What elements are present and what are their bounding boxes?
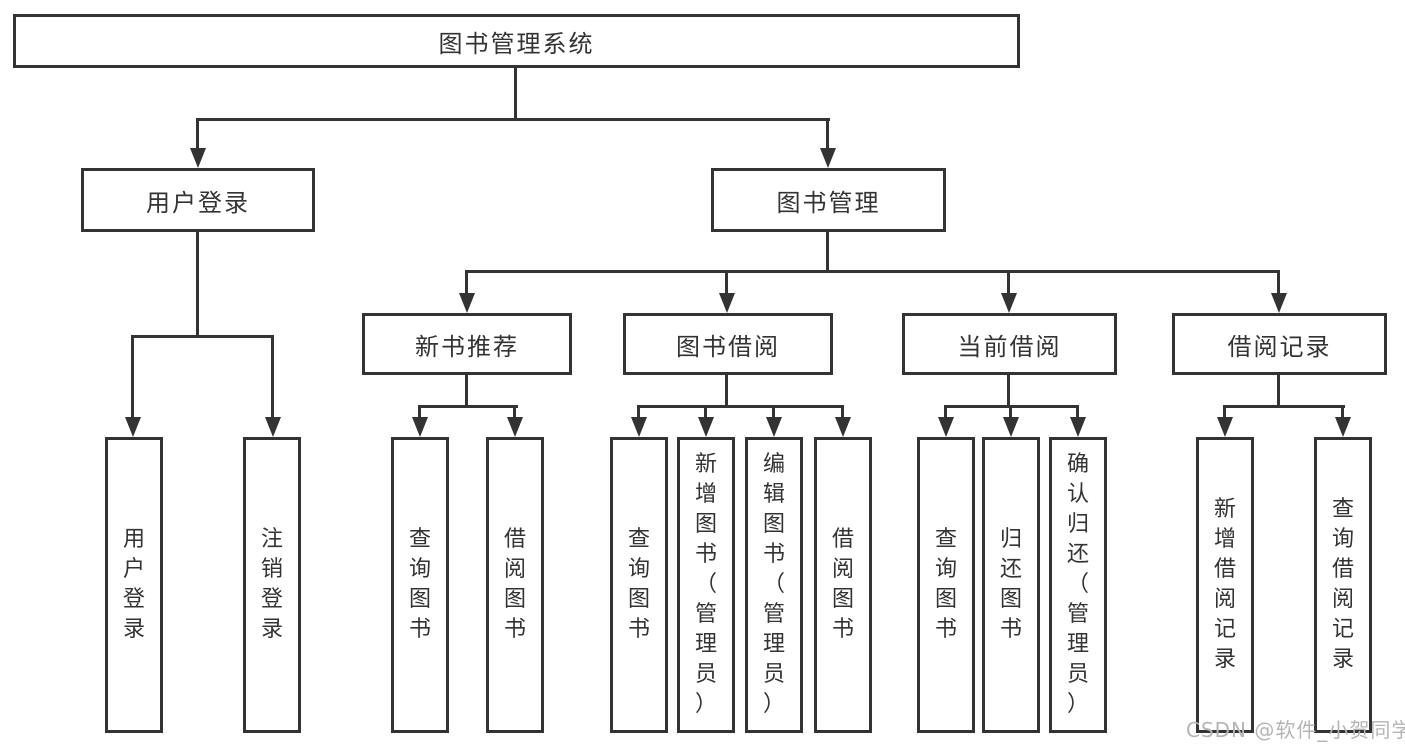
arrow-down-icon: [190, 148, 206, 168]
arrow-down-icon: [459, 293, 475, 313]
leaf-label: 新增图书（管理员）: [694, 452, 717, 717]
leaf-add-borrow-record: 新增借阅记录: [1196, 437, 1254, 733]
node-label: 用户登录: [146, 188, 250, 217]
arrow-down-icon: [1271, 293, 1287, 313]
leaf-query-book-current: 查询图书: [917, 437, 975, 733]
connector-line: [514, 68, 517, 118]
node-label: 图书借阅: [676, 332, 780, 361]
node-label: 图书管理: [776, 188, 881, 217]
node-root-label: 图书管理系统: [438, 29, 595, 58]
leaf-label: 查询图书: [627, 527, 650, 642]
connector-line: [1007, 375, 1010, 405]
connector-line: [944, 405, 947, 419]
connector-line: [1277, 375, 1280, 405]
node-current-borrow: 当前借阅: [902, 313, 1117, 375]
node-borrow-records: 借阅记录: [1172, 313, 1387, 375]
leaf-user-login: 用户登录: [105, 437, 163, 733]
arrow-down-icon: [1335, 417, 1351, 437]
leaf-label: 查询图书: [408, 527, 431, 642]
connector-line: [704, 405, 707, 419]
node-book-management-module: 图书管理: [711, 168, 946, 232]
leaf-label: 查询借阅记录: [1331, 497, 1354, 672]
connector-line: [271, 335, 274, 419]
leaf-borrow-book-recommend: 借阅图书: [486, 437, 544, 733]
arrow-down-icon: [1070, 417, 1086, 437]
connector-line: [513, 405, 516, 419]
connector-line: [637, 405, 844, 408]
connector-line: [725, 375, 728, 405]
leaf-label: 借阅图书: [503, 527, 526, 642]
connector-line: [1223, 405, 1345, 408]
leaf-label: 编辑图书（管理员）: [762, 452, 785, 717]
arrow-down-icon: [631, 417, 647, 437]
node-user-login-module: 用户登录: [81, 168, 315, 232]
arrow-down-icon: [507, 417, 523, 437]
node-book-borrow: 图书借阅: [623, 313, 833, 375]
arrow-down-icon: [1217, 417, 1233, 437]
arrow-down-icon: [698, 417, 714, 437]
connector-line: [131, 335, 274, 338]
csdn-watermark: CSDN @软件_小贺同学: [1186, 718, 1405, 742]
leaf-query-borrow-record: 查询借阅记录: [1314, 437, 1372, 733]
connector-line: [465, 270, 1280, 273]
leaf-label: 注销登录: [260, 527, 283, 642]
connector-line: [196, 118, 199, 150]
connector-line: [1007, 270, 1010, 295]
arrow-down-icon: [1001, 293, 1017, 313]
arrow-down-icon: [125, 417, 141, 437]
connector-line: [637, 405, 640, 419]
connector-line: [465, 375, 468, 405]
connector-line: [465, 270, 468, 295]
connector-line: [418, 405, 518, 408]
connector-line: [841, 405, 844, 419]
leaf-label: 借阅图书: [831, 527, 854, 642]
leaf-query-book-borrow: 查询图书: [610, 437, 668, 733]
arrow-down-icon: [938, 417, 954, 437]
leaf-label: 查询图书: [934, 527, 957, 642]
node-label: 当前借阅: [957, 332, 1062, 361]
arrow-down-icon: [265, 417, 281, 437]
connector-line: [196, 232, 199, 335]
connector-line: [1009, 405, 1012, 419]
leaf-borrow-book: 借阅图书: [814, 437, 872, 733]
arrow-down-icon: [719, 293, 735, 313]
node-label: 新书推荐: [415, 332, 519, 361]
connector-line: [418, 405, 421, 419]
node-new-book-recommend: 新书推荐: [362, 313, 572, 375]
arrow-down-icon: [1003, 417, 1019, 437]
leaf-label: 用户登录: [122, 527, 145, 642]
arrow-down-icon: [412, 417, 428, 437]
connector-line: [826, 118, 829, 150]
arrow-down-icon: [835, 417, 851, 437]
connector-line: [131, 335, 134, 419]
leaf-query-book-recommend: 查询图书: [391, 437, 449, 733]
leaf-label: 新增借阅记录: [1213, 497, 1236, 672]
arrow-down-icon: [820, 148, 836, 168]
connector-line: [1223, 405, 1226, 419]
leaf-logout: 注销登录: [243, 437, 301, 733]
arrow-down-icon: [766, 417, 782, 437]
connector-line: [772, 405, 775, 419]
leaf-label: 确认归还（管理员）: [1066, 452, 1089, 717]
leaf-confirm-return-admin: 确认归还（管理员）: [1049, 437, 1107, 733]
leaf-return-book: 归还图书: [982, 437, 1040, 733]
connector-line: [1277, 270, 1280, 295]
connector-line: [826, 232, 829, 270]
node-label: 借阅记录: [1227, 332, 1332, 361]
connector-line: [725, 270, 728, 295]
leaf-add-book-admin: 新增图书（管理员）: [677, 437, 735, 733]
leaf-label: 归还图书: [999, 527, 1022, 642]
leaf-edit-book-admin: 编辑图书（管理员）: [745, 437, 803, 733]
node-root: 图书管理系统: [13, 14, 1020, 68]
connector-line: [197, 118, 830, 121]
connector-line: [1341, 405, 1344, 419]
connector-line: [1076, 405, 1079, 419]
